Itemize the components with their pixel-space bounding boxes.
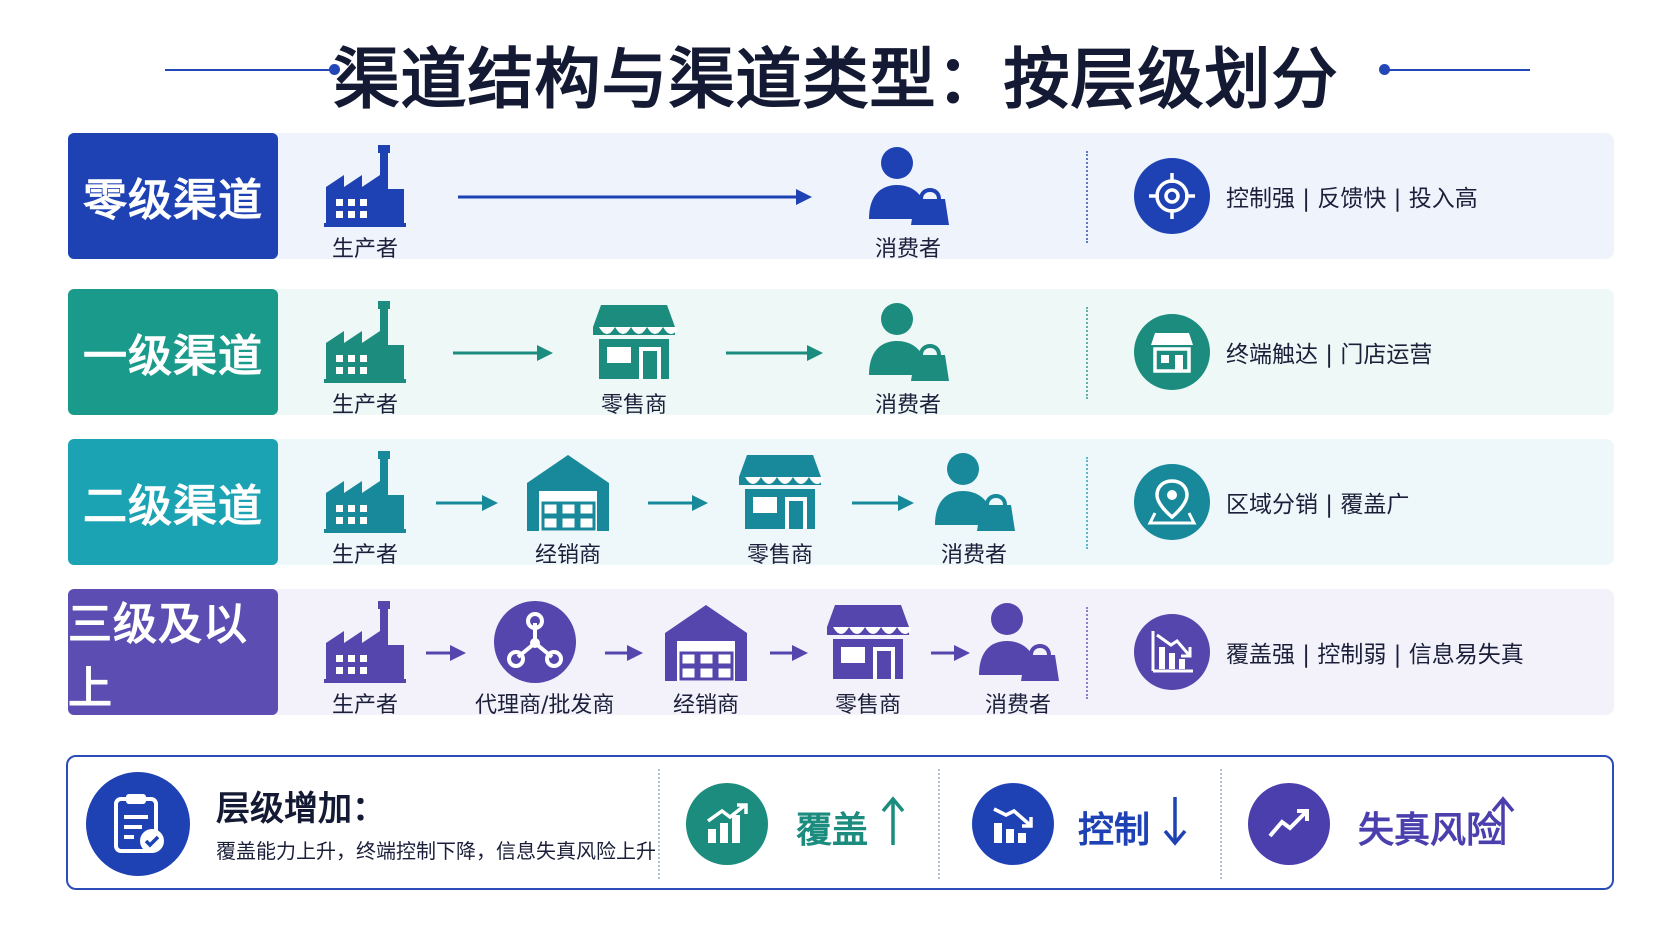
node-label: 消费者 xyxy=(874,237,941,262)
summary-title: 层级增加： xyxy=(216,789,386,829)
location-pin-icon xyxy=(1134,464,1210,540)
node-label: 零售商 xyxy=(600,393,667,418)
row-divider xyxy=(1086,607,1088,699)
metric-control-label: 控制 xyxy=(1078,810,1151,851)
title-bar: 渠道结构与渠道类型：按层级划分 xyxy=(0,22,1672,118)
arrow-up-icon xyxy=(881,796,905,845)
node-label: 零售商 xyxy=(834,693,901,718)
consumer-icon xyxy=(979,603,1059,681)
warehouse-icon xyxy=(665,605,747,681)
node-label: 消费者 xyxy=(874,393,941,418)
network-hub-icon xyxy=(494,601,576,683)
node-label: 生产者 xyxy=(331,693,398,718)
channel-row-two-level: 二级渠道生产者 经销商 零售商 消费者 区域分销 | 覆盖广 xyxy=(68,439,1614,568)
channel-label: 零级渠道 xyxy=(68,133,278,259)
title-rule-right xyxy=(1385,69,1530,71)
flow-arrow-icon xyxy=(605,645,643,661)
flow-arrow-icon xyxy=(770,645,808,661)
node-label: 零售商 xyxy=(746,543,813,568)
flow-arrow-icon xyxy=(648,495,708,511)
factory-icon xyxy=(324,601,406,683)
store-icon xyxy=(739,455,823,529)
node-label: 经销商 xyxy=(672,693,739,718)
node-label: 经销商 xyxy=(534,543,601,568)
factory-icon xyxy=(324,451,406,533)
store-icon xyxy=(593,305,677,379)
title-dot-right xyxy=(1379,64,1390,75)
decline-chart-icon xyxy=(1134,614,1210,690)
channel-traits: 区域分销 | 覆盖广 xyxy=(1226,492,1410,518)
warehouse-icon xyxy=(527,455,609,531)
rising-trend-icon xyxy=(1248,783,1330,865)
flow-arrow-icon xyxy=(852,495,914,511)
page-title: 渠道结构与渠道类型：按层级划分 xyxy=(333,41,1339,118)
consumer-icon xyxy=(935,453,1015,531)
factory-icon xyxy=(324,145,406,227)
channel-row-zero-level: 零级渠道生产者 消费者 控制强 | 反馈快 | 投入高 xyxy=(68,133,1614,262)
node-label: 生产者 xyxy=(331,543,398,568)
arrow-up-icon xyxy=(1491,796,1515,845)
clipboard-check-icon xyxy=(86,772,190,876)
node-label: 生产者 xyxy=(331,237,398,262)
flow-arrow-icon xyxy=(453,345,553,361)
node-label: 代理商/批发商 xyxy=(475,693,615,718)
channel-row-three-plus-level: 三级及以上生产者 代理商/批发商 经销商 零售商 消费者 覆盖强 | 控制弱 | 信息易失… xyxy=(68,589,1614,718)
channel-traits: 覆盖强 | 控制弱 | 信息易失真 xyxy=(1226,642,1524,668)
node-label: 生产者 xyxy=(331,393,398,418)
title-dot-left xyxy=(329,64,340,75)
store-icon xyxy=(827,605,911,679)
consumer-icon xyxy=(869,147,949,225)
summary-divider xyxy=(938,769,940,879)
row-divider xyxy=(1086,307,1088,399)
flow-arrow-icon xyxy=(726,345,823,361)
title-rule-left xyxy=(165,69,335,71)
row-divider xyxy=(1086,457,1088,549)
store-icon xyxy=(1134,314,1210,390)
arrow-down-icon xyxy=(1163,797,1187,846)
target-icon xyxy=(1134,158,1210,234)
growth-chart-icon xyxy=(686,783,768,865)
channel-row-one-level: 一级渠道生产者 零售商 消费者 终端触达 | 门店运营 xyxy=(68,289,1614,418)
summary-divider xyxy=(1220,769,1222,879)
consumer-icon xyxy=(869,303,949,381)
node-label: 消费者 xyxy=(984,693,1051,718)
flow-arrow-icon xyxy=(426,645,466,661)
decline-chart-icon xyxy=(972,783,1054,865)
node-label: 消费者 xyxy=(940,543,1007,568)
channel-traits: 终端触达 | 门店运营 xyxy=(1226,342,1433,368)
channel-label: 二级渠道 xyxy=(68,439,278,565)
summary-panel: 层级增加： 覆盖能力上升，终端控制下降，信息失真风险上升 覆盖 控制 xyxy=(66,755,1614,890)
summary-divider xyxy=(658,769,660,879)
metric-distortion-risk-label: 失真风险 xyxy=(1358,810,1503,851)
metric-coverage-label: 覆盖 xyxy=(796,810,869,851)
summary-text: 覆盖能力上升，终端控制下降，信息失真风险上升 xyxy=(216,839,656,863)
row-divider xyxy=(1086,151,1088,243)
flow-arrow-icon xyxy=(931,645,970,661)
flow-arrow-icon xyxy=(436,495,498,511)
factory-icon xyxy=(324,301,406,383)
channel-label: 一级渠道 xyxy=(68,289,278,415)
channel-label: 三级及以上 xyxy=(68,589,278,715)
channel-traits: 控制强 | 反馈快 | 投入高 xyxy=(1226,186,1478,212)
flow-arrow-icon xyxy=(458,189,812,205)
